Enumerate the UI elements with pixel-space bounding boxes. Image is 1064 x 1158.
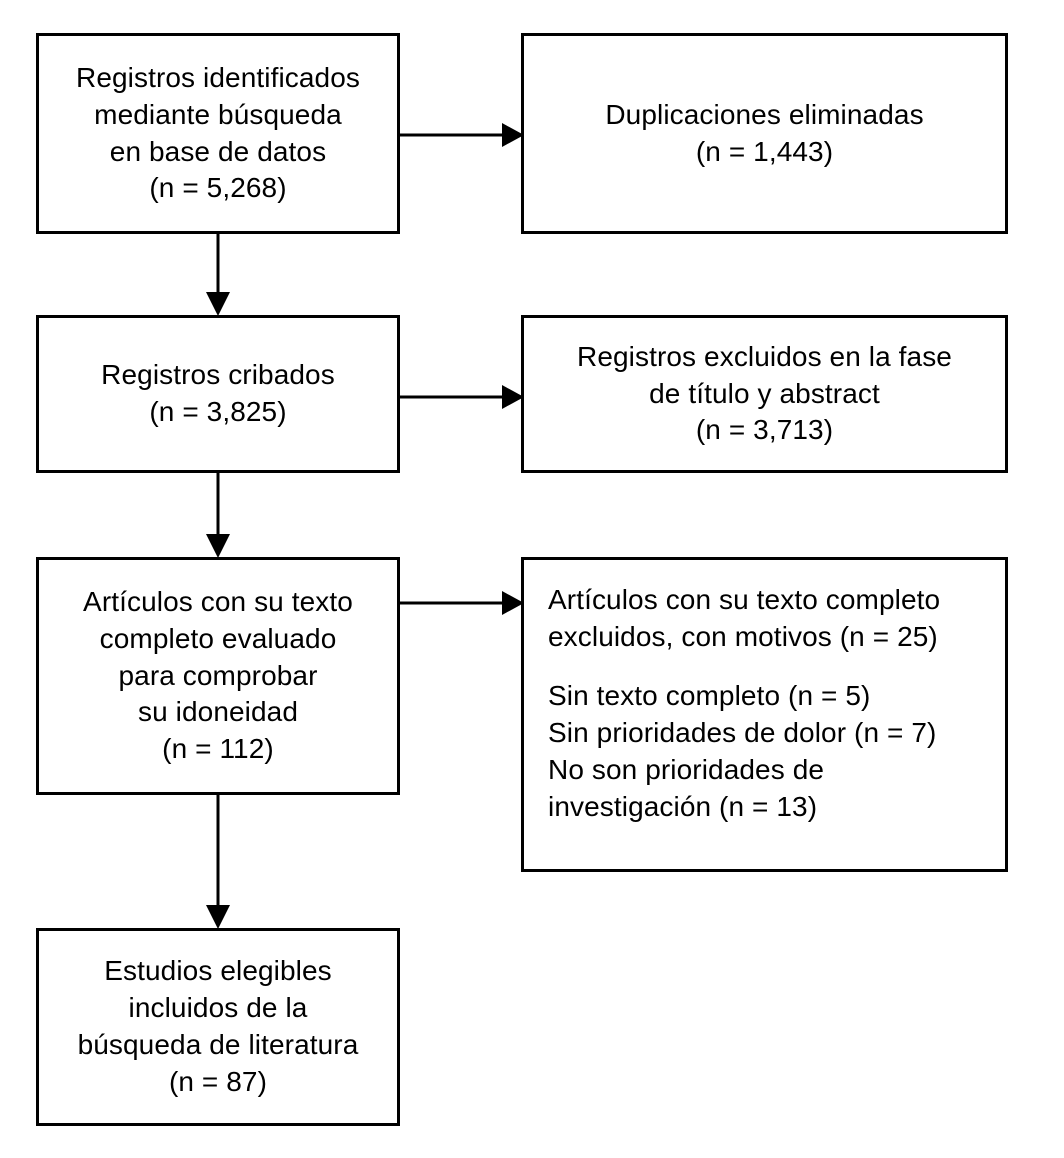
node-records-screened: Registros cribados (n = 3,825) (36, 315, 400, 473)
node-records-excluded-title-abstract: Registros excluidos en la fase de título… (521, 315, 1008, 473)
node-line: Registros excluidos en la fase (577, 340, 952, 372)
connector-screened-to-excluded-title-abstract (398, 382, 524, 412)
node-line: Artículos con su texto completo (548, 584, 941, 615)
node-duplicates-removed: Duplicaciones eliminadas (n = 1,443) (521, 33, 1008, 234)
node-records-identified: Registros identificados mediante búsqued… (36, 33, 400, 234)
node-count: (n = 87) (168, 1065, 268, 1097)
node-line: Estudios elegibles (104, 955, 332, 987)
node-count: (n = 1,443) (695, 135, 834, 167)
node-line: para comprobar (118, 659, 318, 691)
node-line: incluidos de la (128, 992, 308, 1024)
node-count: (n = 3,713) (695, 414, 834, 446)
node-line: mediante búsqueda (94, 98, 342, 130)
node-line: completo evaluado (99, 622, 337, 654)
connector-identified-to-screened (203, 234, 233, 316)
node-count: (n = 112) (162, 733, 274, 765)
node-line: Duplicaciones eliminadas (605, 98, 924, 130)
exclusion-reason: Sin prioridades de dolor (n = 7) (548, 716, 937, 748)
node-line: de título y abstract (649, 377, 880, 409)
connector-identified-to-duplicates (398, 120, 524, 150)
connector-screened-to-fulltext (203, 473, 233, 558)
node-line: búsqueda de literatura (77, 1029, 359, 1060)
node-full-text-assessed: Artículos con su texto completo evaluado… (36, 557, 400, 795)
node-count: (n = 5,268) (149, 172, 287, 204)
exclusion-reason: No son prioridades de (548, 753, 825, 785)
node-line: Artículos con su texto (83, 585, 353, 617)
node-line: su idoneidad (138, 696, 298, 728)
connector-fulltext-to-included (203, 795, 233, 929)
exclusion-reason: investigación (n = 13) (548, 790, 818, 822)
node-count: (n = 3,825) (149, 396, 287, 427)
connector-fulltext-to-excluded-fulltext (398, 588, 524, 618)
node-line: en base de datos (109, 135, 327, 167)
node-eligible-studies-included: Estudios elegibles incluidos de la búsqu… (36, 928, 400, 1126)
exclusion-reason: Sin texto completo (n = 5) (548, 679, 871, 711)
node-count: excluidos, con motivos (n = 25) (548, 620, 938, 652)
node-full-text-excluded-with-reasons: Artículos con su texto completo excluido… (521, 557, 1008, 872)
node-line: Registros cribados (101, 359, 335, 391)
node-line: Registros identificados (76, 61, 360, 93)
